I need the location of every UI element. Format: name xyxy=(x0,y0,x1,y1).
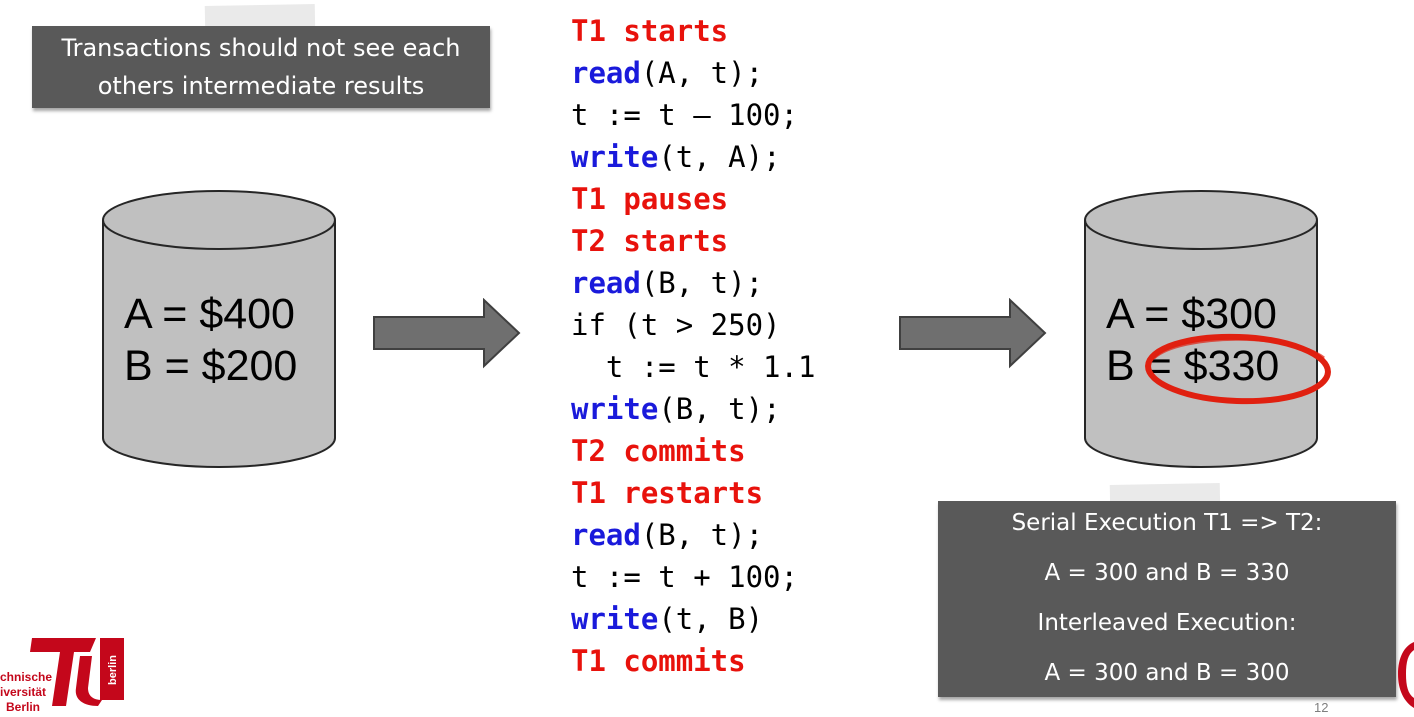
code-event: T1 commits xyxy=(571,644,746,678)
code-line: if (t > 250) xyxy=(571,304,815,346)
code-line: write(t, B) xyxy=(571,598,815,640)
db-after-a: A = $300 xyxy=(1106,290,1277,338)
db-before-b: B = $200 xyxy=(124,342,298,390)
logo-word2: iversität xyxy=(0,685,47,699)
logo-word3: Berlin xyxy=(5,700,40,714)
code-keyword: read xyxy=(571,56,641,90)
code-event: T1 restarts xyxy=(571,476,764,510)
code-line: T1 restarts xyxy=(571,472,815,514)
db-before-values: A = $400 B = $200 xyxy=(124,288,297,392)
code-line: read(A, t); xyxy=(571,52,815,94)
tu-berlin-logo: berlin xyxy=(30,638,124,706)
code-line: read(B, t); xyxy=(571,262,815,304)
code-keyword: write xyxy=(571,602,659,636)
code-line: T1 starts xyxy=(571,10,815,52)
code-text: if (t > 250) xyxy=(571,308,781,342)
note-bottom-line1: Serial Execution T1 => T2: xyxy=(1011,510,1323,536)
note-bottom-line2: A = 300 and B = 330 xyxy=(1044,560,1290,586)
highlight-circle-icon xyxy=(1145,333,1331,405)
database-after-icon xyxy=(1084,190,1318,468)
page-number: 12 xyxy=(1314,700,1329,715)
code-line: t := t – 100; xyxy=(571,94,815,136)
code-text: t := t + 100; xyxy=(571,560,798,594)
note-bottom-line4: A = 300 and B = 300 xyxy=(1044,660,1290,686)
note-intermediate-results: Transactions should not see each others … xyxy=(32,26,490,108)
code-keyword: read xyxy=(571,266,641,300)
code-event: T1 pauses xyxy=(571,182,729,216)
partial-logo-right-icon xyxy=(1398,642,1414,708)
code-line: T2 commits xyxy=(571,430,815,472)
note-bottom-line3: Interleaved Execution: xyxy=(1037,610,1297,636)
code-line: t := t + 100; xyxy=(571,556,815,598)
logo-berlin-vertical: berlin xyxy=(107,655,119,685)
code-event: T1 starts xyxy=(571,14,729,48)
code-line: T1 commits xyxy=(571,640,815,682)
code-keyword: write xyxy=(571,140,659,174)
code-keyword: read xyxy=(571,518,641,552)
code-line: write(B, t); xyxy=(571,388,815,430)
database-before-icon xyxy=(102,190,336,468)
code-line: T1 pauses xyxy=(571,178,815,220)
code-text: (B, t); xyxy=(658,392,781,426)
note-top-line2: others intermediate results xyxy=(97,72,425,100)
right-arrow-icon xyxy=(373,298,521,369)
logo-word1: chnische xyxy=(0,670,53,684)
code-event: T2 commits xyxy=(571,434,746,468)
code-line: write(t, A); xyxy=(571,136,815,178)
code-event: T2 starts xyxy=(571,224,729,258)
code-text: (t, B) xyxy=(658,602,764,636)
code-text: (t, A); xyxy=(658,140,781,174)
db-before-a: A = $400 xyxy=(124,290,295,338)
db-after-b: B = $330 xyxy=(1106,342,1280,390)
db-after-values: A = $300 B = $330 xyxy=(1106,288,1279,392)
right-arrow-icon xyxy=(899,298,1047,369)
code-line: read(B, t); xyxy=(571,514,815,556)
code-text: t := t * 1.1 xyxy=(571,350,816,384)
code-text: (A, t); xyxy=(640,56,764,90)
note-top-line1: Transactions should not see each xyxy=(61,34,461,62)
note-execution-results: Serial Execution T1 => T2: A = 300 and B… xyxy=(938,501,1396,697)
code-line: T2 starts xyxy=(571,220,815,262)
code-keyword: write xyxy=(571,392,659,426)
code-line: t := t * 1.1 xyxy=(571,346,816,388)
code-text: (B, t); xyxy=(640,518,764,552)
code-text: t := t – 100; xyxy=(571,98,798,132)
code-text: (B, t); xyxy=(640,266,764,300)
